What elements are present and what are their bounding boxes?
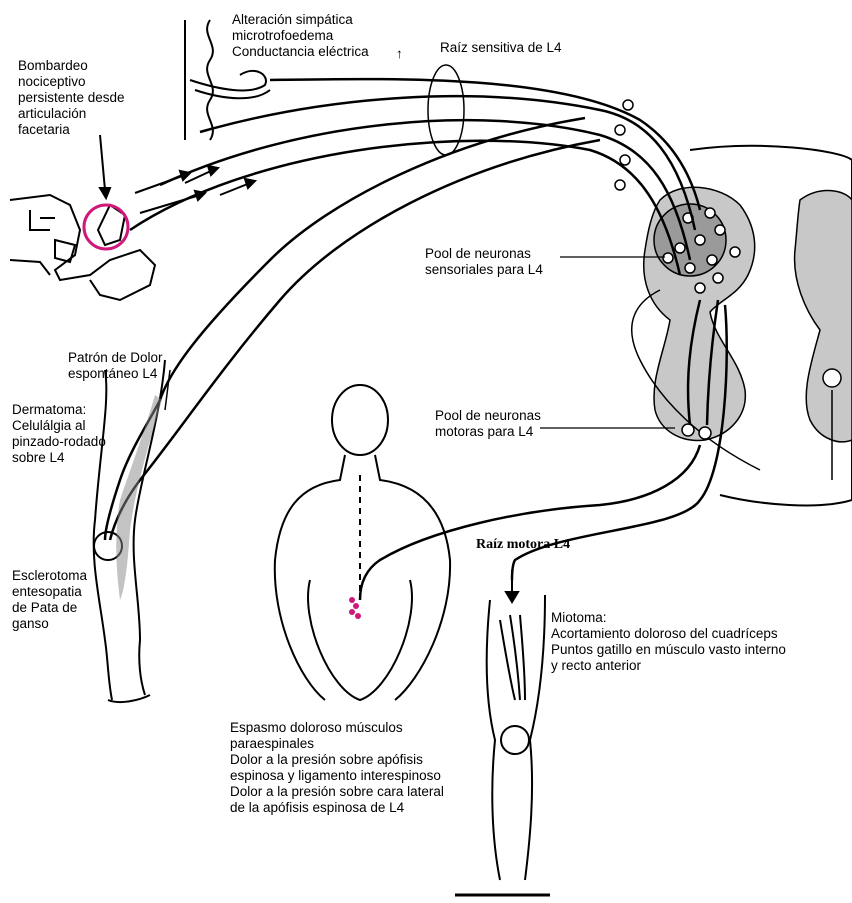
label-pool-motoras: Pool de neuronas motoras para L4 xyxy=(435,408,541,440)
nociceptive-arrows xyxy=(100,135,255,213)
paraspinal-highlight xyxy=(349,597,361,619)
vertebra-sketch xyxy=(10,195,155,300)
label-raiz-motora: Raíz motora L4 xyxy=(476,537,570,553)
leg-right xyxy=(455,595,550,895)
label-bombardeo: Bombardeo nociceptivo persistente desde … xyxy=(18,58,125,138)
motor-arrow xyxy=(506,570,518,602)
label-miotoma: Miotoma: Acortamiento doloroso del cuadr… xyxy=(551,610,786,674)
torso-back xyxy=(275,385,450,700)
dermatome-fibers xyxy=(105,118,600,540)
label-dermatoma: Dermatoma: Celulálgia al pinzado-rodado … xyxy=(12,402,106,466)
spinal-cord xyxy=(632,146,852,506)
label-pool-sensoriales: Pool de neuronas sensoriales para L4 xyxy=(425,246,543,278)
label-espasmo: Espasmo doloroso músculos paraespinales … xyxy=(230,720,444,816)
knee-circle xyxy=(501,726,529,754)
label-conductancia-arrow: ↑ xyxy=(396,46,403,62)
label-raiz-sensitiva: Raíz sensitiva de L4 xyxy=(440,40,562,56)
label-esclerotoma: Esclerotoma entesopatia de Pata de ganso xyxy=(12,568,87,632)
label-patron-dolor: Patrón de Dolor espontáneo L4 xyxy=(68,350,163,382)
label-alteracion: Alteración simpática microtrofoedema Con… xyxy=(232,12,369,60)
central-canal xyxy=(823,369,841,387)
